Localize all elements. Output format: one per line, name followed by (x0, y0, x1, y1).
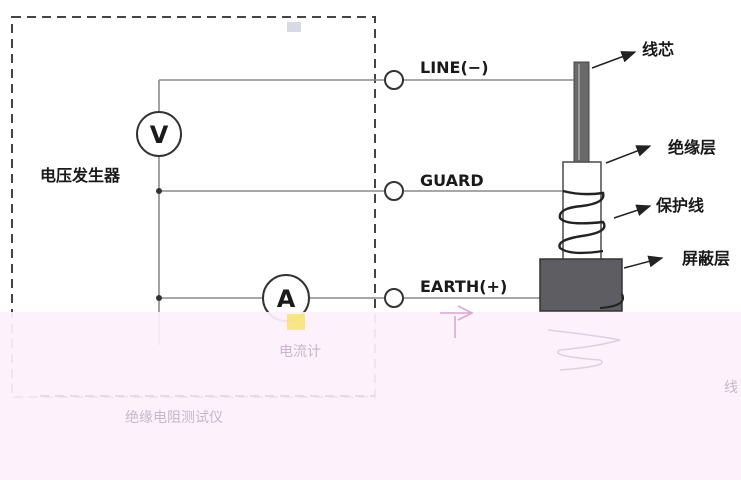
core-leader (591, 51, 637, 69)
shield-layer (539, 258, 623, 312)
voltmeter-symbol: V (150, 121, 169, 149)
earth-junction (156, 295, 162, 301)
voltage-generator-label: 电压发生器 (40, 166, 121, 185)
guard-wire-leader (613, 204, 652, 219)
guard-terminal-label: GUARD (420, 171, 484, 190)
insulation-label: 绝缘层 (668, 138, 716, 157)
insulation-layer (562, 161, 602, 263)
shield-label: 屏蔽层 (682, 249, 730, 268)
shield-wire-tail (599, 293, 624, 309)
scan-artifact (287, 22, 301, 32)
instrument-boundary (11, 16, 376, 398)
ammeter-marker (287, 314, 305, 330)
guard-junction (156, 188, 162, 194)
cable-core (573, 61, 590, 163)
ammeter-label: 电流计 (279, 344, 321, 360)
core-label: 线芯 (642, 40, 674, 59)
line-terminal-label: LINE(−) (420, 58, 489, 77)
voltmeter (136, 111, 182, 157)
insulation-leader (605, 145, 652, 164)
earth-terminal (384, 288, 404, 308)
faint-arrow (440, 305, 474, 338)
ammeter-symbol: A (277, 285, 296, 313)
lower-fragment-label: 线 (724, 380, 738, 396)
instrument-label: 绝缘电阻测试仪 (125, 410, 223, 426)
faint-coil (547, 329, 621, 371)
guard-wire-label: 保护线 (655, 196, 704, 215)
shield-leader (623, 255, 664, 269)
guard-terminal (384, 181, 404, 201)
earth-terminal-label: EARTH(+) (420, 277, 507, 296)
line-terminal (384, 70, 404, 90)
guard-wire-coil (558, 189, 606, 255)
